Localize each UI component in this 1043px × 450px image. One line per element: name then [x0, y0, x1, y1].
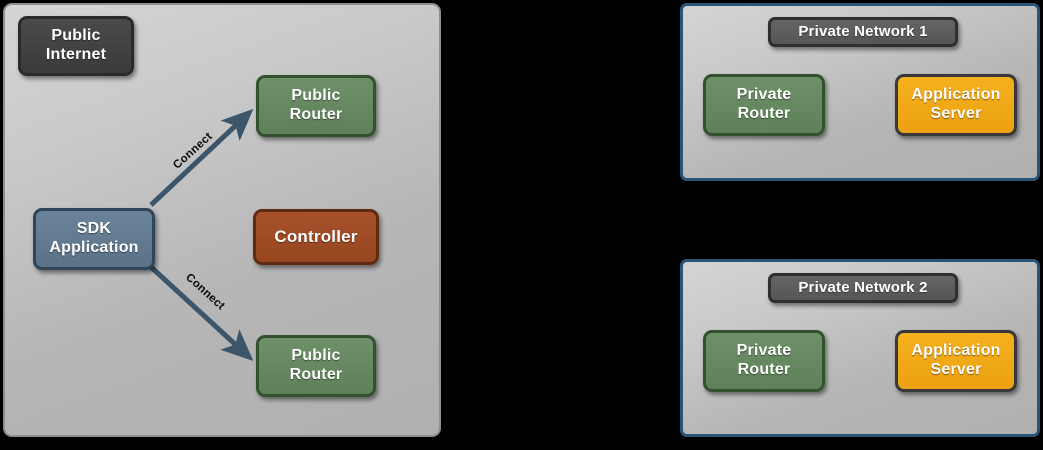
private-network-1-title: Private Network 1: [798, 23, 928, 41]
private-router-2-label: Private Router: [736, 342, 792, 378]
edge-label-connect-upper: Connect: [171, 130, 215, 172]
private-router-1-label: Private Router: [736, 86, 792, 122]
controller-label: Controller: [274, 227, 358, 247]
private-network-2-title-badge: Private Network 2: [768, 273, 958, 303]
node-public-router-2[interactable]: Public Router: [256, 335, 376, 397]
public-router-2-label: Public Router: [289, 347, 343, 383]
private-network-2-title: Private Network 2: [798, 279, 928, 297]
node-application-server-2[interactable]: Application Server: [895, 330, 1017, 392]
public-internet-label: Public Internet: [45, 27, 107, 63]
public-router-1-label: Public Router: [289, 87, 343, 123]
node-controller[interactable]: Controller: [253, 209, 379, 265]
application-server-1-label: Application Server: [911, 86, 1001, 122]
sdk-application-label: SDK Application: [49, 220, 139, 256]
node-private-router-2[interactable]: Private Router: [703, 330, 825, 392]
application-server-2-label: Application Server: [911, 342, 1001, 378]
public-internet-panel: Public Internet SDK Application Public R…: [3, 3, 441, 437]
node-application-server-1[interactable]: Application Server: [895, 74, 1017, 136]
edge-label-connect-lower: Connect: [183, 271, 227, 313]
private-network-1-panel: Private Network 1 Private Router Applica…: [680, 3, 1040, 181]
node-private-router-1[interactable]: Private Router: [703, 74, 825, 136]
private-network-1-title-badge: Private Network 1: [768, 17, 958, 47]
public-internet-badge: Public Internet: [18, 16, 134, 76]
node-public-router-1[interactable]: Public Router: [256, 75, 376, 137]
node-sdk-application[interactable]: SDK Application: [33, 208, 155, 270]
private-network-2-panel: Private Network 2 Private Router Applica…: [680, 259, 1040, 437]
